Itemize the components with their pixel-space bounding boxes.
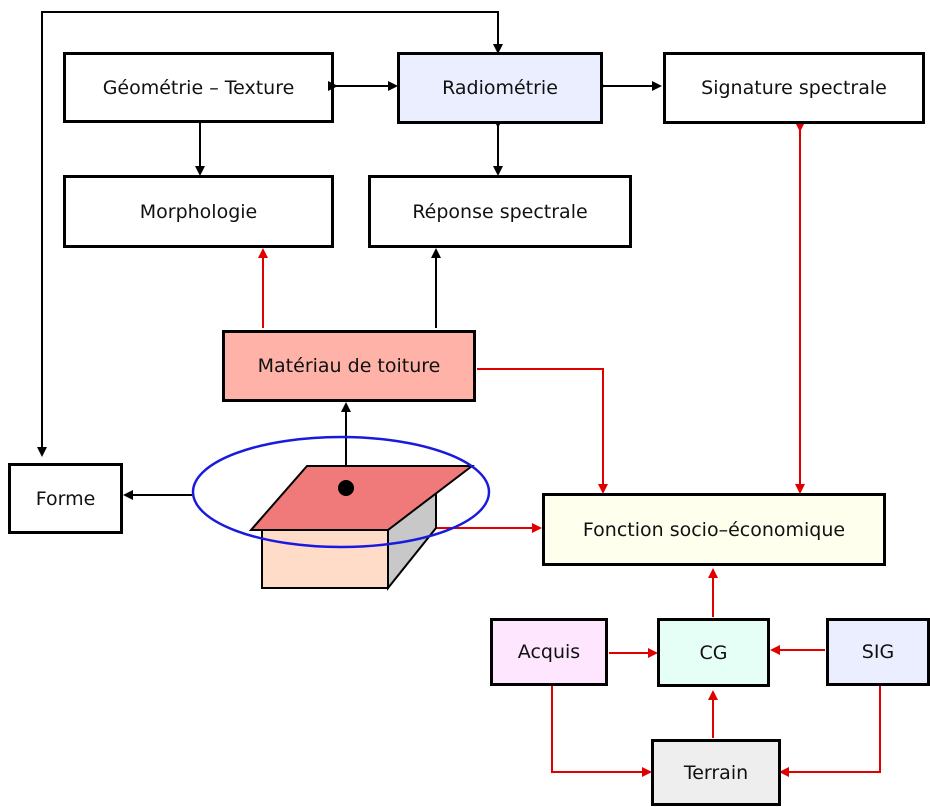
node-morphologie: Morphologie: [63, 175, 334, 248]
node-fonction-socio-economique: Fonction socio–économique: [542, 493, 886, 566]
roof-point-icon: [338, 480, 354, 496]
node-reponse-spectrale: Réponse spectrale: [368, 175, 632, 248]
node-terrain: Terrain: [651, 739, 781, 806]
arrow-acquis-terrain: [547, 677, 652, 777]
house-roof: [248, 465, 475, 531]
node-radiometrie: Radiométrie: [397, 52, 603, 124]
node-sig: SIG: [826, 618, 930, 686]
node-cg: CG: [657, 618, 770, 687]
node-signature-spectrale: Signature spectrale: [663, 52, 925, 124]
house-ellipse: [191, 435, 491, 549]
node-acquis: Acquis: [490, 618, 608, 686]
arrow-sig-terrain: [779, 677, 885, 777]
house-front-wall: [261, 529, 389, 589]
node-geometrie-texture: Géométrie – Texture: [63, 52, 334, 123]
node-forme: Forme: [8, 463, 123, 534]
arrow-materiau-fonction: [477, 368, 608, 494]
node-materiau-toiture: Matériau de toiture: [222, 330, 476, 402]
